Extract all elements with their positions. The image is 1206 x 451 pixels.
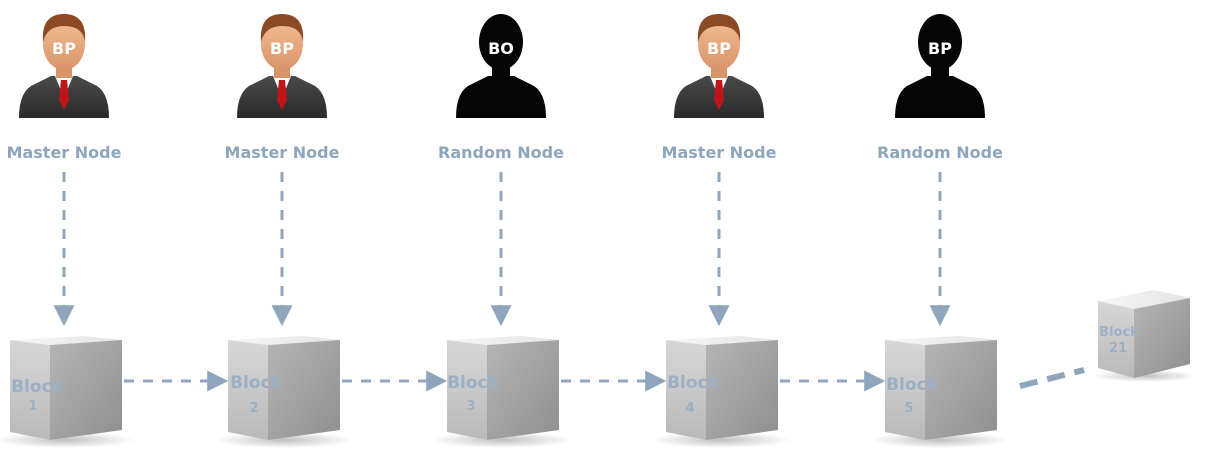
block-21: Block 21 (1093, 290, 1197, 382)
block-number: 2 (249, 401, 258, 416)
block-number: 21 (1109, 341, 1127, 356)
node-badge: BP (928, 39, 952, 58)
node-5: BP Random Node (877, 14, 1003, 327)
block-number: 4 (685, 401, 694, 416)
cube-icon (447, 336, 559, 440)
node-2: BP Master Node (225, 14, 340, 327)
block-5: Block 5 (870, 336, 1010, 448)
node-label: Master Node (225, 143, 340, 162)
node-badge: BP (707, 39, 731, 58)
block-label: Block (1099, 325, 1139, 340)
node-1: BP Master Node (7, 14, 122, 327)
node-badge: BP (270, 39, 294, 58)
silhouette-avatar-icon (895, 14, 985, 118)
block-4: Block 4 (651, 336, 791, 448)
block-2: Block 2 (213, 336, 353, 448)
businessman-avatar-icon (237, 14, 327, 118)
block-label: Block (886, 375, 939, 395)
block-label: Block (11, 377, 64, 397)
businessman-avatar-icon (674, 14, 764, 118)
cube-icon (666, 336, 778, 440)
block-1: Block 1 (0, 336, 135, 448)
block-number: 5 (904, 401, 913, 416)
cube-icon (1098, 290, 1190, 378)
node-badge: BP (52, 39, 76, 58)
node-3: BO Random Node (438, 14, 564, 327)
node-4: BP Master Node (662, 14, 777, 327)
block-label: Block (447, 373, 500, 393)
block-3: Block 3 (432, 336, 572, 448)
cube-icon (228, 336, 340, 440)
block-number: 3 (466, 399, 475, 414)
node-label: Random Node (877, 143, 1003, 162)
node-label: Master Node (7, 143, 122, 162)
cube-icon (10, 336, 122, 440)
node-label: Master Node (662, 143, 777, 162)
node-label: Random Node (438, 143, 564, 162)
block-label: Block (667, 373, 720, 393)
businessman-avatar-icon (19, 14, 109, 118)
chain-continuation-dashes (1019, 367, 1085, 389)
cube-icon (885, 336, 997, 440)
node-badge: BO (488, 39, 514, 58)
block-label: Block (230, 373, 283, 393)
silhouette-avatar-icon (456, 14, 546, 118)
block-number: 1 (28, 399, 37, 414)
